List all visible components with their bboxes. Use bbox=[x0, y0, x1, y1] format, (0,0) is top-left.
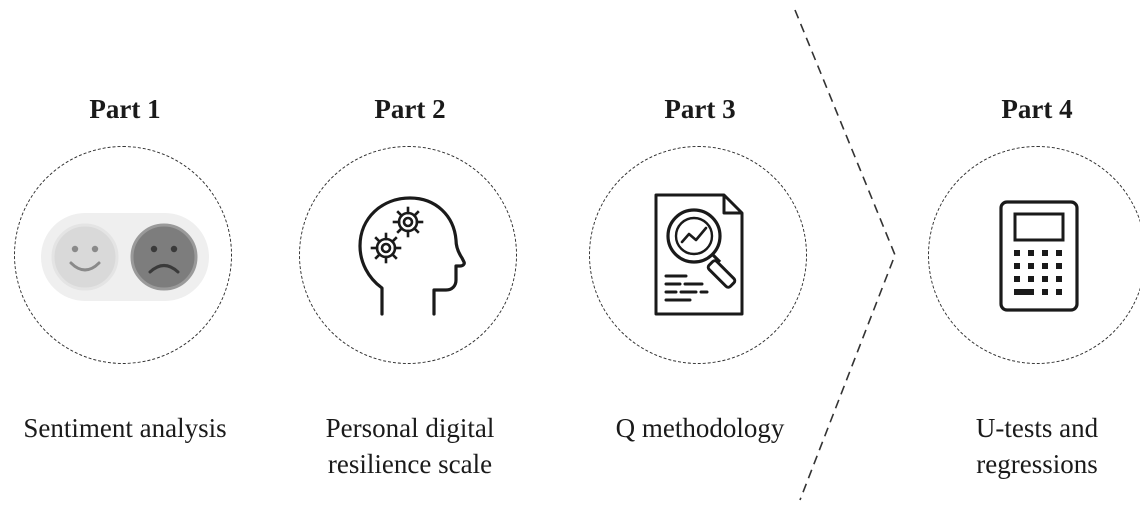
part-3-description: Q methodology bbox=[615, 413, 785, 443]
part-3-title: Part 3 bbox=[664, 94, 736, 124]
head-gears-icon bbox=[358, 196, 466, 316]
part-1-title: Part 1 bbox=[89, 94, 161, 124]
part-3-circle bbox=[589, 146, 807, 364]
calculator-icon bbox=[999, 200, 1079, 312]
part-2-description: Personal digital resilience scale bbox=[325, 413, 495, 479]
part-2: Part 2 bbox=[290, 0, 530, 507]
part-4-circle bbox=[928, 146, 1140, 364]
part-4: Part 4 U-tests and regressions bbox=[917, 0, 1140, 507]
part-4-title: Part 4 bbox=[1001, 94, 1073, 124]
part-4-description: U-tests and regressions bbox=[975, 413, 1099, 479]
sentiment-faces-icon bbox=[41, 213, 209, 301]
part-1-description: Sentiment analysis bbox=[23, 413, 227, 443]
part-2-title: Part 2 bbox=[374, 94, 446, 124]
part-2-circle bbox=[299, 146, 517, 364]
part-1: Part 1 Sentiment analysis bbox=[5, 0, 245, 507]
part-1-circle bbox=[14, 146, 232, 364]
part-3: Part 3 Q methodology bbox=[580, 0, 820, 507]
document-magnifier-icon bbox=[654, 193, 744, 316]
